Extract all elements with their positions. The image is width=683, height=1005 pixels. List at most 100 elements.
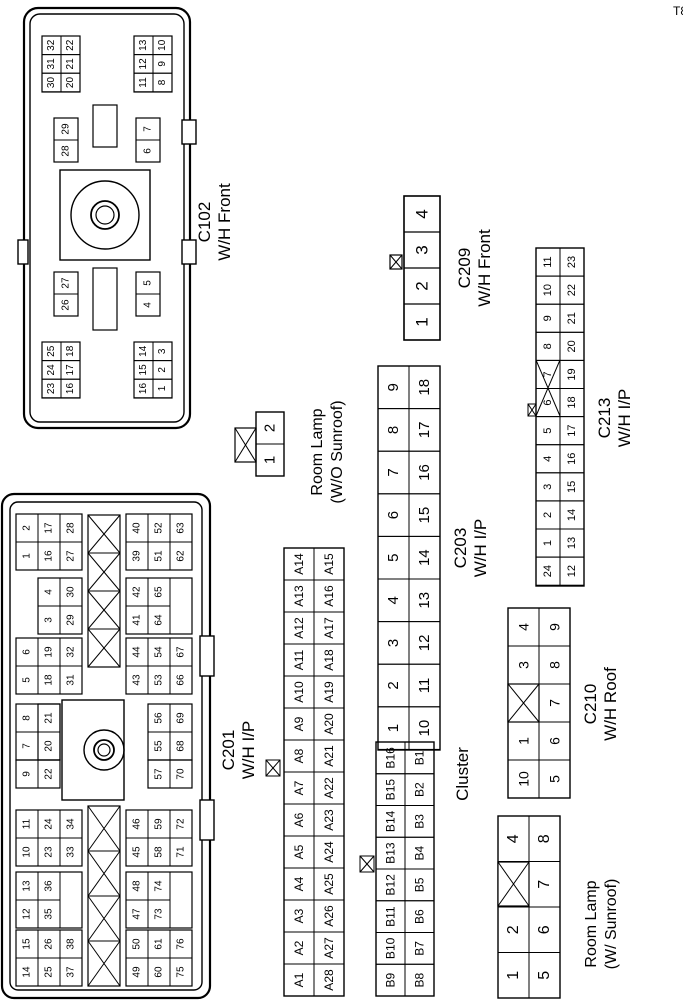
pin-cell bbox=[538, 759, 571, 799]
pin-label: A28 bbox=[322, 969, 336, 991]
c203-id: C203 bbox=[451, 528, 470, 569]
pin-label: 20 bbox=[566, 340, 578, 352]
pin-label: 43 bbox=[132, 674, 143, 686]
room-lamp-w-id: Room Lamp bbox=[583, 880, 600, 967]
pin-label: A2 bbox=[292, 940, 306, 955]
pin-cell bbox=[169, 541, 193, 571]
pin-label: 8 bbox=[547, 661, 563, 669]
pin-label: 7 bbox=[22, 743, 33, 749]
pin-cell bbox=[528, 815, 561, 862]
pin-label: 68 bbox=[176, 740, 187, 752]
pin-cell bbox=[59, 605, 83, 635]
pin-label: 5 bbox=[536, 971, 553, 980]
pin-label: 44 bbox=[132, 646, 143, 658]
pin-label: A8 bbox=[292, 748, 306, 763]
pin-label: A24 bbox=[322, 841, 336, 863]
pin-cell bbox=[408, 365, 441, 410]
pin-label: A15 bbox=[322, 553, 336, 575]
pin-cell bbox=[404, 963, 435, 997]
c102-desc: W/H Front bbox=[215, 183, 234, 261]
pin-label: 11 bbox=[416, 678, 433, 694]
pin-label: 14 bbox=[416, 549, 433, 566]
pin-label: 37 bbox=[66, 966, 77, 978]
pin-label: A27 bbox=[322, 937, 336, 959]
pin-label: 27 bbox=[66, 550, 77, 562]
pin-label: A16 bbox=[322, 585, 336, 607]
pin-cell bbox=[147, 899, 171, 929]
pin-label: 39 bbox=[132, 550, 143, 562]
pin-label: B13 bbox=[384, 842, 398, 864]
pin-cell bbox=[152, 378, 173, 399]
pin-label: 47 bbox=[132, 908, 143, 920]
pin-label: 26 bbox=[61, 299, 72, 311]
pin-label: B9 bbox=[384, 972, 398, 987]
pin-label: 59 bbox=[154, 818, 165, 830]
pin-label: A1 bbox=[292, 972, 306, 987]
pin-label: A14 bbox=[292, 553, 306, 575]
figure-code: T8 bbox=[672, 4, 683, 18]
connector-c213: 111098765432124232221201918171615141312 … bbox=[527, 247, 634, 587]
pin-label: 6 bbox=[547, 737, 563, 745]
pin-label: 4 bbox=[516, 623, 532, 631]
pin-label: 1 bbox=[505, 971, 522, 980]
pin-label: 25 bbox=[44, 966, 55, 978]
pin-label: A12 bbox=[292, 617, 306, 639]
pin-label: 69 bbox=[176, 712, 187, 724]
pin-label: 36 bbox=[44, 880, 55, 892]
pin-cell bbox=[59, 665, 83, 695]
pin-label: 55 bbox=[154, 740, 165, 752]
pin-label: 16 bbox=[65, 383, 76, 395]
pin-label: 60 bbox=[154, 966, 165, 978]
pin-label: A23 bbox=[322, 809, 336, 831]
pin-label: 21 bbox=[566, 312, 578, 324]
pin-label: 4 bbox=[143, 302, 154, 308]
pin-cell bbox=[37, 759, 61, 789]
pin-label: 16 bbox=[138, 383, 149, 395]
pin-label: 34 bbox=[66, 818, 77, 830]
pin-label: A22 bbox=[322, 777, 336, 799]
pin-label: B2 bbox=[413, 782, 427, 797]
pin-label: 3 bbox=[385, 639, 402, 647]
pin-label: 9 bbox=[157, 61, 168, 67]
pin-label: 3 bbox=[44, 617, 55, 623]
pin-label: 19 bbox=[44, 646, 55, 658]
pin-label: 29 bbox=[61, 123, 72, 135]
pin-cell bbox=[403, 303, 441, 341]
pin-label: B6 bbox=[413, 909, 427, 924]
pin-label: 3 bbox=[157, 348, 168, 354]
pin-label: 17 bbox=[65, 364, 76, 376]
pin-label: 1 bbox=[262, 456, 279, 464]
pin-label: 75 bbox=[176, 966, 187, 978]
pin-label: A17 bbox=[322, 617, 336, 639]
pin-label: 24 bbox=[542, 565, 554, 577]
pin-label: 8 bbox=[542, 343, 554, 349]
pin-label: 53 bbox=[154, 674, 165, 686]
pin-label: A11 bbox=[292, 649, 306, 670]
pin-label: A4 bbox=[292, 876, 306, 891]
pin-cell bbox=[59, 541, 83, 571]
c102-id: C102 bbox=[195, 202, 214, 243]
pin-cell bbox=[147, 605, 171, 635]
c209-desc: W/H Front bbox=[475, 229, 494, 307]
pin-label: 2 bbox=[385, 681, 402, 689]
pin-label: 20 bbox=[44, 740, 55, 752]
pin-label: 51 bbox=[154, 550, 165, 562]
pin-label: A5 bbox=[292, 844, 306, 859]
room-lamp-wo-desc: (W/O Sunroof) bbox=[329, 400, 346, 503]
connector-cluster-a: A14A13A12A11A10A9A8A7A6A5A4A3A2A1A15A16A… bbox=[265, 547, 345, 997]
pin-label: 46 bbox=[132, 818, 143, 830]
pin-label: 4 bbox=[505, 834, 522, 843]
pin-label: 76 bbox=[176, 938, 187, 950]
pin-label: 64 bbox=[154, 614, 165, 626]
pin-label: 50 bbox=[132, 938, 143, 950]
pin-label: 7 bbox=[536, 880, 553, 889]
pin-label: 27 bbox=[61, 277, 72, 289]
pin-label: 18 bbox=[65, 345, 76, 357]
pin-label: 26 bbox=[44, 938, 55, 950]
pin-label: A20 bbox=[322, 713, 336, 735]
pin-label: 31 bbox=[66, 674, 77, 686]
